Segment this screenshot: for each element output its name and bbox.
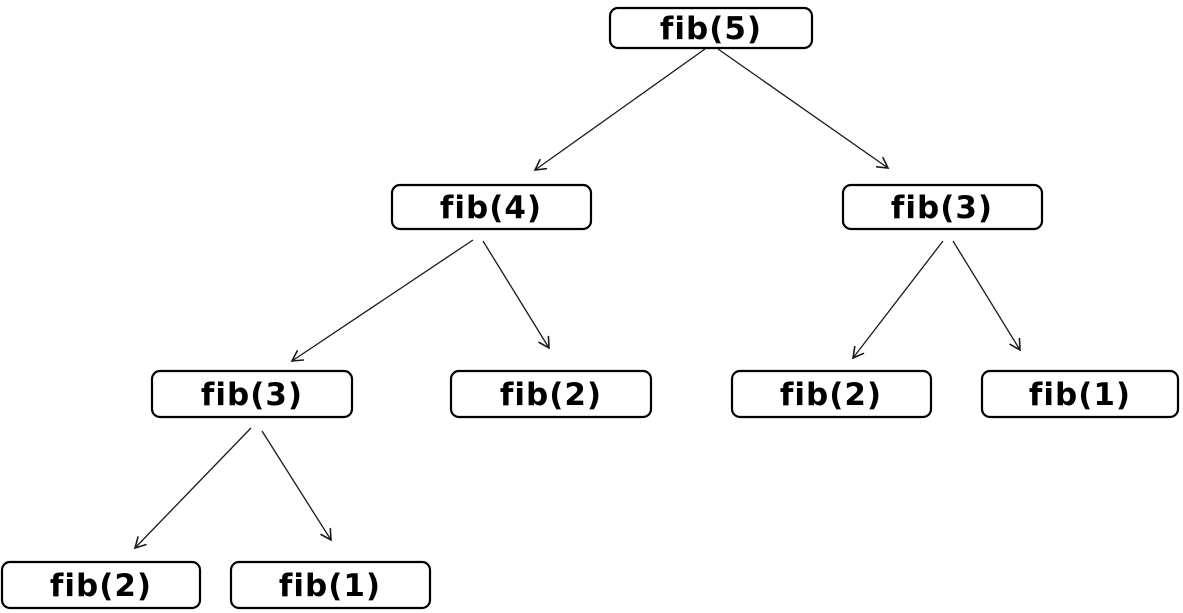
edge-fib3L-fib1	[261, 430, 332, 542]
node-box	[608, 6, 814, 50]
node-label: fib(1)	[279, 568, 381, 604]
node-layer: fib(5) fib(4) fib(3) fib(3) fib(2) fib(2	[0, 6, 1180, 610]
node-fib4: fib(4)	[390, 183, 593, 231]
node-box	[841, 183, 1044, 231]
node-label: fib(4)	[440, 190, 542, 226]
node-box	[0, 560, 202, 610]
node-fib3-right: fib(3)	[841, 183, 1044, 231]
node-label: fib(3)	[891, 190, 993, 226]
node-box	[730, 369, 933, 419]
node-fib1-right: fib(1)	[980, 369, 1180, 419]
node-box	[150, 369, 354, 419]
node-label: fib(2)	[780, 377, 882, 413]
node-fib2-bottom: fib(2)	[0, 560, 202, 610]
edge-fib3-fib2	[851, 240, 944, 360]
node-label: fib(5)	[660, 11, 762, 47]
edge-fib4-fib3	[290, 239, 474, 362]
node-fib1-bottom: fib(1)	[229, 560, 432, 610]
node-label: fib(2)	[500, 377, 602, 413]
edge-fib4-fib2	[482, 240, 550, 350]
node-fib5-root: fib(5)	[608, 6, 814, 50]
node-box	[980, 369, 1180, 419]
node-label: fib(2)	[50, 568, 152, 604]
edge-layer	[133, 48, 1021, 550]
edge-fib5-fib3	[717, 48, 890, 169]
node-label: fib(3)	[201, 377, 303, 413]
node-fib3-left: fib(3)	[150, 369, 354, 419]
node-box	[229, 560, 432, 610]
node-box	[390, 183, 593, 231]
edge-fib3L-fib2	[133, 427, 252, 550]
node-box	[449, 369, 653, 419]
edge-fib5-fib4	[533, 48, 706, 171]
node-fib2-right: fib(2)	[730, 369, 933, 419]
node-fib2-mid: fib(2)	[449, 369, 653, 419]
node-label: fib(1)	[1029, 377, 1131, 413]
edge-fib3-fib1	[952, 240, 1021, 352]
